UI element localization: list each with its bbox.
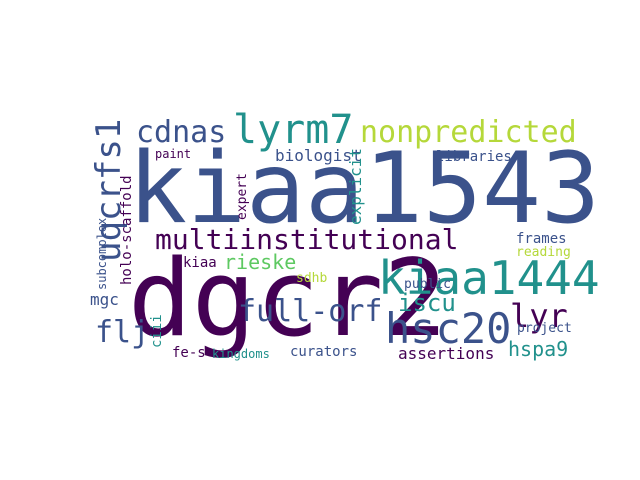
word-fe-s: fe-s [172, 345, 206, 361]
word-lyrm7: lyrm7 [233, 107, 354, 153]
word-expert: expert [235, 173, 250, 220]
word-mgc: mgc [90, 290, 119, 309]
word-kiaa1543: kiaa1543 [128, 132, 601, 246]
word-kiaa1444: kiaa1444 [378, 251, 600, 305]
word-reading: reading [516, 245, 571, 260]
word-public: public [404, 277, 451, 292]
word-nonpredicted: nonpredicted [360, 115, 577, 150]
word-libraries: libraries [436, 149, 512, 165]
word-biologist: biologist [275, 146, 362, 165]
word-project: project [517, 321, 572, 336]
word-paint: paint [155, 147, 192, 161]
word-frames: frames [516, 231, 567, 247]
word-lyr: lyr [510, 297, 568, 335]
word-flj: flj [95, 315, 150, 350]
word-subcomplex: subcomplex [95, 217, 109, 290]
word-dgcr2: dgcr2 [128, 237, 448, 360]
word-kingdoms: kingdoms [212, 347, 270, 361]
word-curators: curators [290, 344, 358, 360]
word-sdhb: sdhb [296, 271, 328, 286]
word-kiaa: kiaa [183, 255, 217, 271]
word-iscu: iscu [398, 289, 456, 317]
word-assertions: assertions [398, 344, 495, 363]
word-explicit: explicit [346, 147, 365, 225]
word-holo-scaffold: holo-scaffold [119, 175, 135, 285]
word-hsc20: hsc20 [385, 304, 512, 353]
word-rieske: rieske [224, 250, 297, 274]
word-ciii: ciii [149, 314, 165, 348]
word-cdnas: cdnas [136, 115, 227, 150]
word-multiinstitutional: multiinstitutional [155, 223, 459, 256]
word-hspa9: hspa9 [508, 337, 569, 361]
word-full-orf: full-orf [238, 294, 383, 329]
